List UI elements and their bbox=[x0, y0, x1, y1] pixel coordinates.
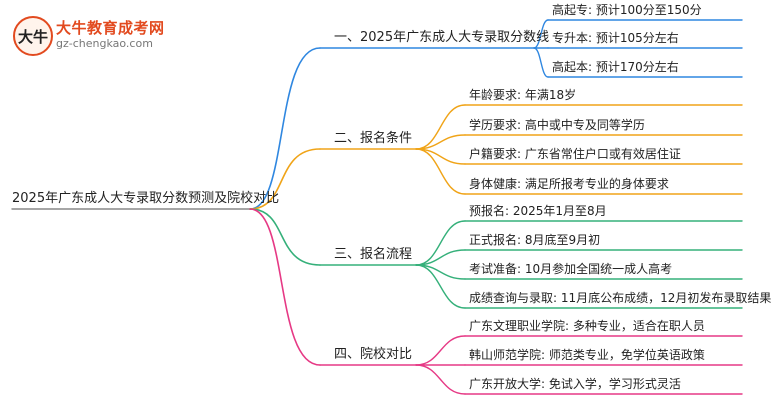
leaf-item: 广东开放大学: 免试入学，学习形式灵活 bbox=[469, 377, 681, 391]
branch-process: 三、报名流程 bbox=[334, 247, 413, 262]
leaf-connector bbox=[415, 104, 466, 150]
leaf-connector bbox=[415, 220, 466, 266]
branch-schools: 四、院校对比 bbox=[334, 347, 413, 362]
logo-mark-icon: 大牛 bbox=[13, 16, 53, 56]
leaf-connector bbox=[415, 148, 466, 195]
leaf-item: 专升本: 预计105分左右 bbox=[552, 31, 679, 45]
branch-connector bbox=[249, 208, 321, 366]
leaf-item: 正式报名: 8月底至9月初 bbox=[469, 233, 601, 247]
leaf-item: 成绩查询与录取: 11月底公布成绩，12月初发布录取结果 bbox=[469, 291, 771, 305]
branch-score-lines: 一、2025年广东成人大专录取分数线 bbox=[334, 30, 550, 45]
logo-title: 大牛教育成考网 bbox=[56, 19, 165, 37]
branch-connector bbox=[249, 208, 321, 266]
leaf-item: 预报名: 2025年1月至8月 bbox=[469, 204, 607, 218]
leaf-connector bbox=[415, 335, 466, 366]
leaf-item: 高起本: 预计170分左右 bbox=[552, 60, 679, 74]
leaf-item: 学历要求: 高中或中专及同等学历 bbox=[469, 118, 645, 132]
leaf-item: 户籍要求: 广东省常住户口或有效居住证 bbox=[469, 147, 681, 161]
leaf-item: 考试准备: 10月参加全国统一成人高考 bbox=[469, 262, 673, 276]
leaf-connector bbox=[415, 264, 466, 309]
leaf-connector bbox=[533, 47, 549, 78]
leaf-connector bbox=[533, 19, 549, 49]
mind-map-connectors bbox=[11, 19, 743, 395]
branch-connector bbox=[249, 47, 321, 210]
leaf-item: 广东文理职业学院: 多种专业，适合在职人员 bbox=[469, 319, 705, 333]
leaf-item: 年龄要求: 年满18岁 bbox=[469, 88, 577, 102]
logo-mark-text: 大牛 bbox=[18, 28, 48, 46]
branch-requirements: 二、报名条件 bbox=[334, 131, 413, 146]
leaf-connector bbox=[415, 364, 466, 395]
branch-connector bbox=[249, 148, 321, 210]
root-topic: 2025年广东成人大专录取分数预测及院校对比 bbox=[12, 191, 280, 206]
logo-url: gz-chengkao.com bbox=[56, 37, 153, 50]
leaf-item: 身体健康: 满足所报考专业的身体要求 bbox=[469, 177, 669, 191]
site-logo[interactable]: 大牛 大牛教育成考网 gz-chengkao.com bbox=[12, 15, 172, 57]
leaf-item: 高起专: 预计100分至150分 bbox=[552, 3, 702, 17]
leaf-item: 韩山师范学院: 师范类专业，免学位英语政策 bbox=[469, 348, 705, 362]
